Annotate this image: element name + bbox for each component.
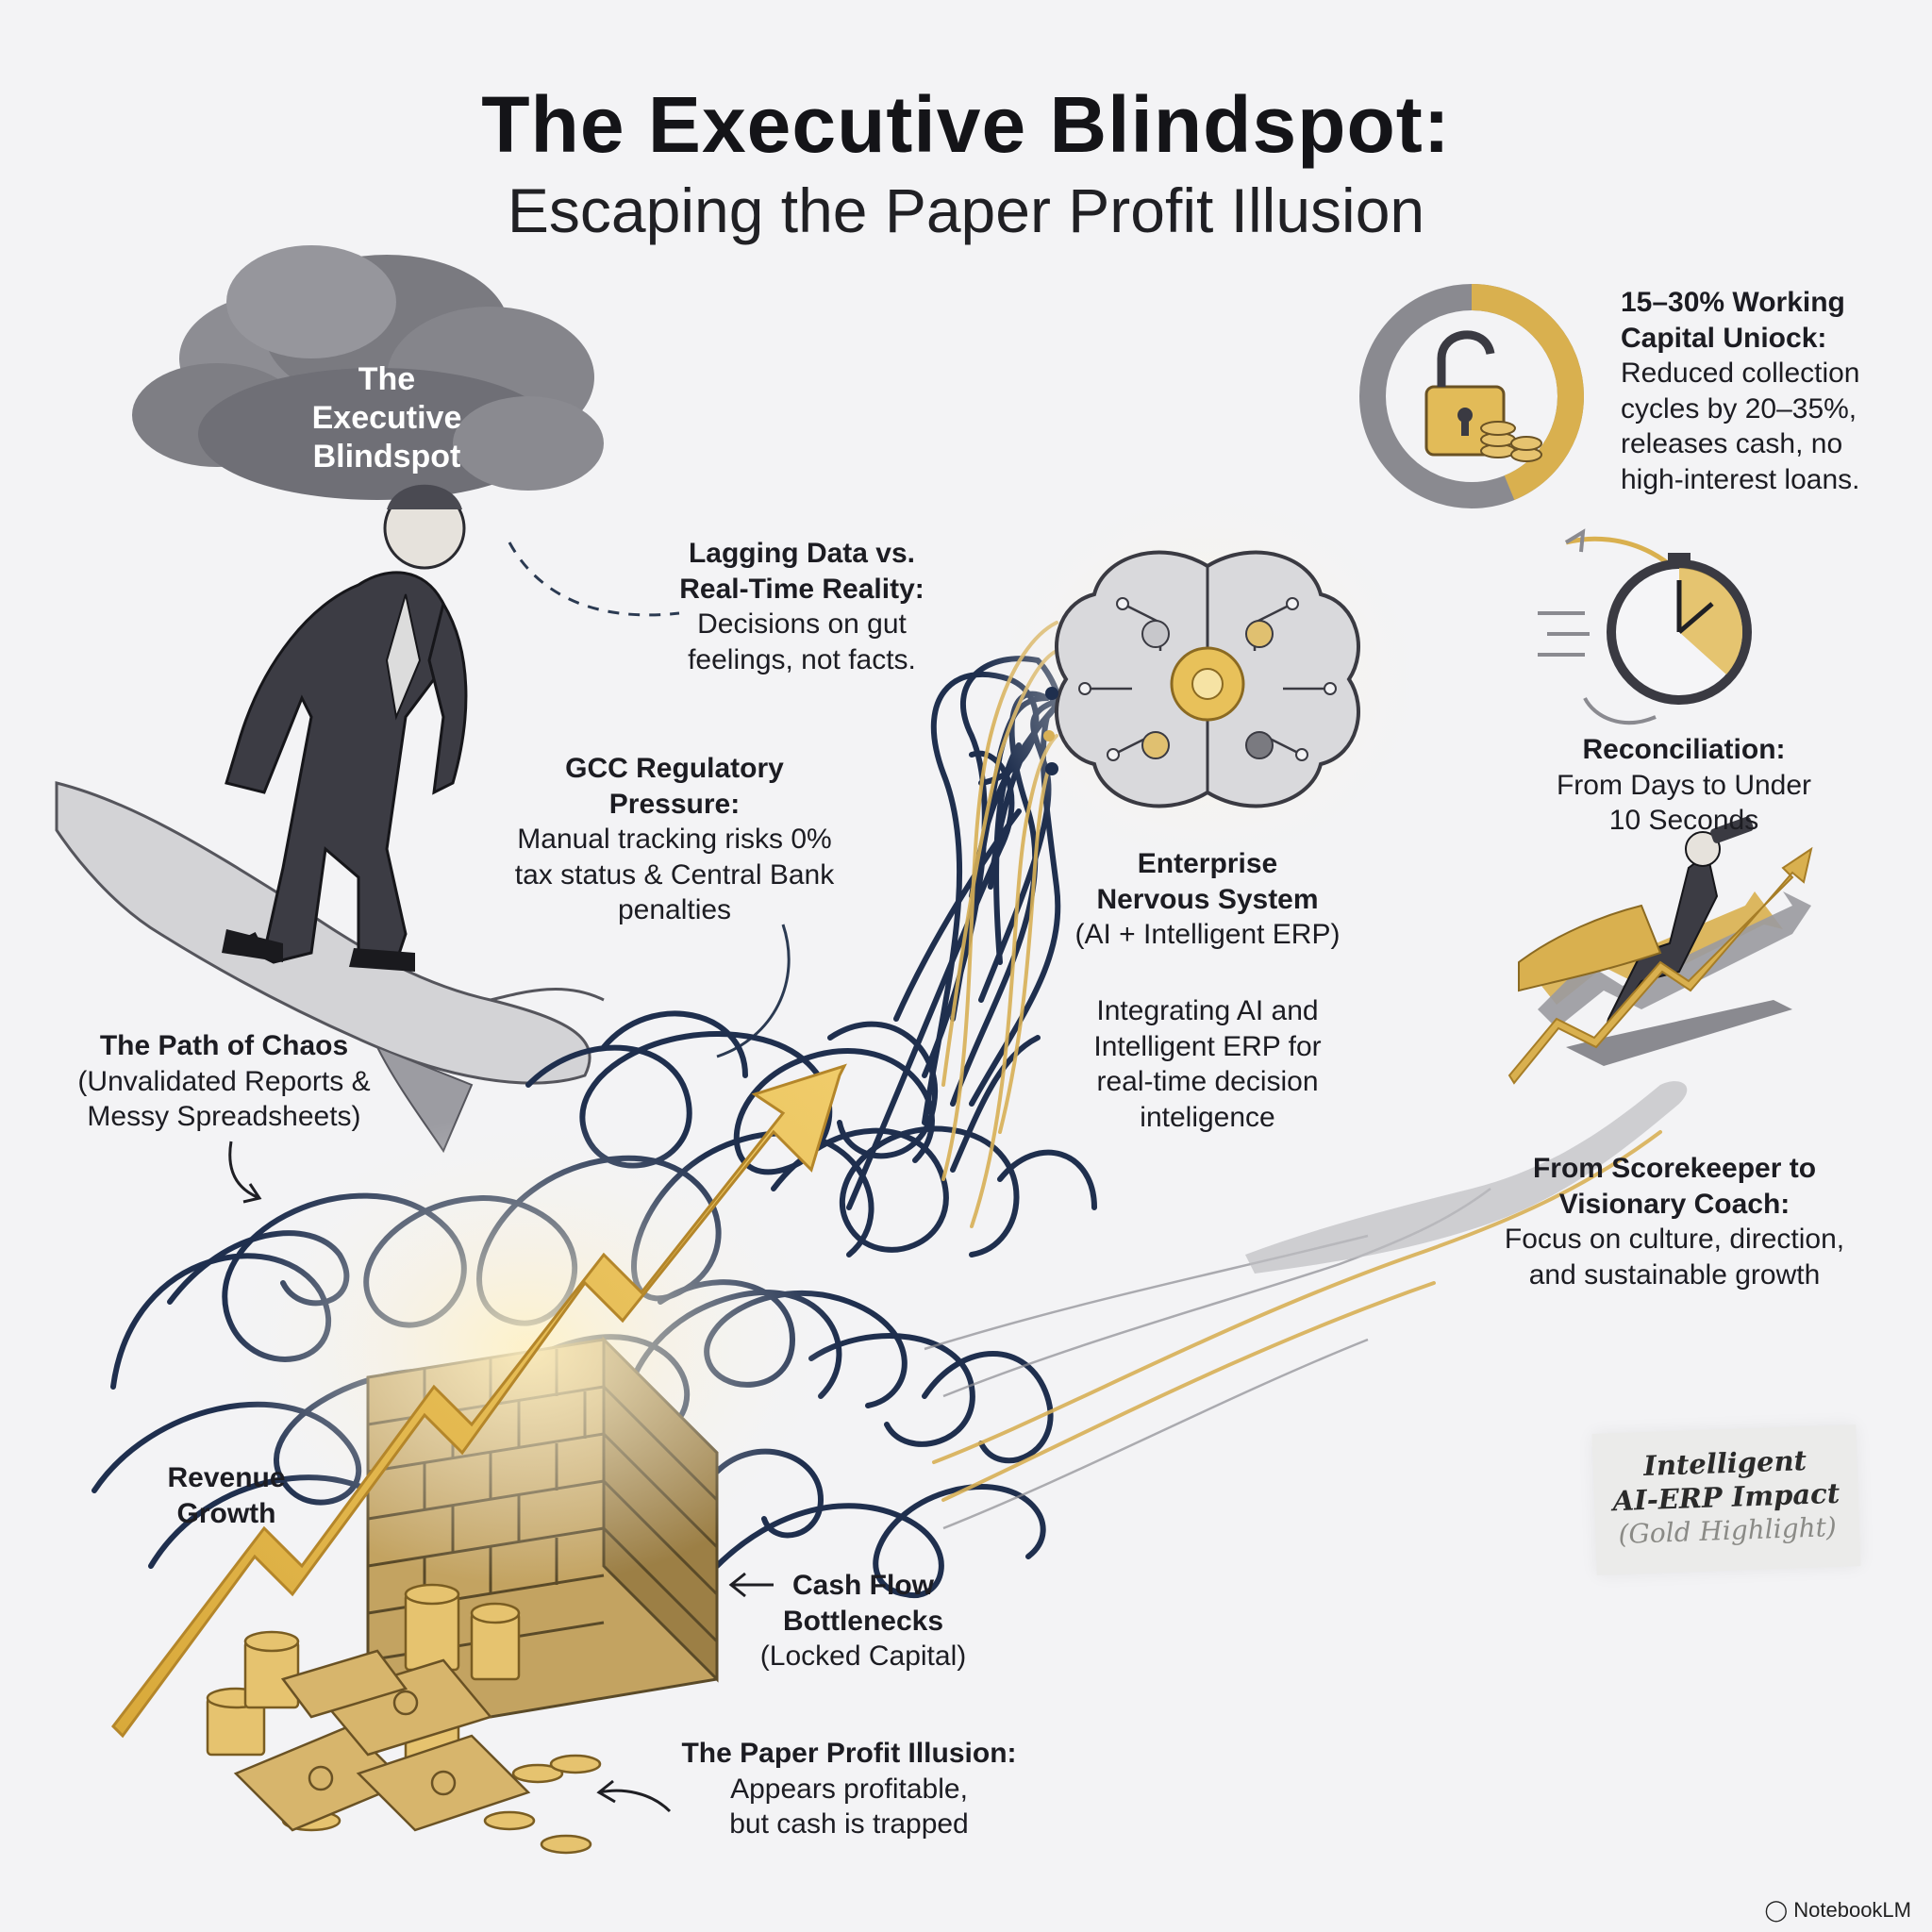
- scorekeeper-body-2: and sustainable growth: [1528, 1258, 1821, 1291]
- scorekeeper-heading-2: Visionary Coach:: [1558, 1188, 1790, 1220]
- gcc-body-3: penalties: [617, 894, 732, 925]
- working-capital-callout: 15–30% Working Capital Uniock: Reduced c…: [1621, 285, 1904, 497]
- reconciliation-heading: Reconciliation:: [1582, 734, 1786, 765]
- integrating-callout: Integrating AI and Intelligent ERP for r…: [1057, 993, 1358, 1135]
- revenue-growth-arrow: [111, 1063, 847, 1739]
- revenue-growth-label: Revenue Growth: [132, 1460, 321, 1531]
- brand-watermark: ◯ NotebookLM: [1765, 1898, 1912, 1923]
- paper-profit-body-1: Appears profitable,: [730, 1773, 968, 1805]
- nervous-line-2: Nervous System: [1096, 883, 1319, 915]
- chaos-body-1: (Unvalidated Reports &: [77, 1065, 371, 1097]
- chaos-heading: The Path of Chaos: [99, 1030, 349, 1061]
- padlock-coins-icon: [1359, 284, 1585, 508]
- paper-profit-body-2: but cash is trapped: [729, 1808, 969, 1840]
- gcc-body-1: Manual tracking risks 0%: [517, 824, 832, 855]
- page-subtitle: Escaping the Paper Profit Illusion: [507, 175, 1425, 245]
- reconciliation-body-1: From Days to Under: [1556, 769, 1812, 801]
- lagging-body-2: feelings, not facts.: [688, 643, 916, 675]
- storm-cloud-icon: [132, 245, 604, 500]
- brand-label: NotebookLM: [1793, 1898, 1911, 1922]
- hero-gold-trend-arrow: [1507, 846, 1813, 1085]
- scorekeeper-body-1: Focus on culture, direction,: [1504, 1224, 1845, 1255]
- cash-flow-callout: Cash Flow Bottlenecks (Locked Capital): [736, 1568, 991, 1674]
- chaos-body-2: Messy Spreadsheets): [87, 1101, 361, 1132]
- gcc-heading-2: Pressure:: [608, 788, 741, 820]
- enterprise-nervous-system-label: Enterprise Nervous System (AI + Intellig…: [1047, 846, 1368, 953]
- cashflow-line-2: Bottlenecks: [782, 1605, 944, 1637]
- paper-profit-heading: The Paper Profit Illusion:: [681, 1738, 1017, 1769]
- nervous-line-1: Enterprise: [1137, 848, 1278, 879]
- integrating-line-1: Integrating AI and: [1096, 995, 1319, 1026]
- working-capital-heading-2: Capital Uniock:: [1621, 322, 1827, 354]
- brain-circuit-icon: [1043, 550, 1360, 808]
- cashflow-line-1: Cash Flow: [791, 1570, 934, 1601]
- chaos-pointer-arrow: [228, 1141, 262, 1204]
- working-capital-body-2: cycles by 20–35%,: [1621, 392, 1857, 425]
- lagging-leader-line: [508, 541, 680, 617]
- cashflow-pointer-arrow: [728, 1572, 774, 1598]
- brand-icon: ◯: [1764, 1898, 1789, 1922]
- faded-road: [1245, 1081, 1688, 1274]
- lagging-heading-2: Real-Time Reality:: [679, 573, 924, 605]
- integrating-line-2: Intelligent ERP for: [1093, 1030, 1322, 1062]
- lagging-data-callout: Lagging Data vs. Real-Time Reality: Deci…: [651, 536, 953, 677]
- stopwatch-icon: [1538, 528, 1752, 725]
- integrating-line-4: inteligence: [1140, 1101, 1275, 1133]
- businessman-icon: [222, 484, 468, 972]
- scorekeeper-heading-1: From Scorekeeper to: [1532, 1153, 1817, 1184]
- working-capital-body-3: releases cash, no: [1621, 428, 1843, 459]
- revenue-line-2: Growth: [176, 1497, 276, 1529]
- telescope-hero-icon: [1518, 816, 1811, 1066]
- lagging-heading-1: Lagging Data vs.: [688, 538, 916, 569]
- lagging-body-1: Decisions on gut: [697, 608, 907, 640]
- page-title: The Executive Blindspot:: [481, 80, 1451, 169]
- cloud-label-line2: Blindspot: [312, 438, 461, 475]
- cloud-label: The Executive Blindspot: [283, 360, 491, 475]
- integrating-line-3: real-time decision: [1096, 1066, 1319, 1097]
- working-capital-body-1: Reduced collection: [1621, 358, 1860, 389]
- legend-note: Intelligent AI-ERP Impact (Gold Highligh…: [1591, 1424, 1861, 1575]
- scorekeeper-callout: From Scorekeeper to Visionary Coach: Foc…: [1472, 1151, 1877, 1292]
- gcc-regulatory-callout: GCC Regulatory Pressure: Manual tracking…: [491, 751, 858, 928]
- revenue-line-1: Revenue: [167, 1462, 286, 1493]
- paper-profit-pointer-arrow: [596, 1779, 672, 1813]
- path-of-chaos-callout: The Path of Chaos (Unvalidated Reports &…: [57, 1028, 391, 1135]
- paper-profit-callout: The Paper Profit Illusion: Appears profi…: [660, 1736, 1038, 1842]
- nervous-body: (AI + Intelligent ERP): [1074, 919, 1341, 950]
- banknotes-icon: [233, 1649, 531, 1832]
- gcc-body-2: tax status & Central Bank: [514, 858, 835, 891]
- working-capital-body-4: high-interest loans.: [1621, 463, 1860, 495]
- arrow-glow: [217, 1113, 840, 1585]
- reconciliation-callout: Reconciliation: From Days to Under 10 Se…: [1528, 732, 1840, 839]
- cloud-label-line1: The Executive: [311, 361, 462, 436]
- cashflow-body: (Locked Capital): [759, 1641, 967, 1672]
- gcc-heading-1: GCC Regulatory: [565, 753, 784, 784]
- reconciliation-body-2: 10 Seconds: [1608, 805, 1759, 836]
- working-capital-heading-1: 15–30% Working: [1621, 287, 1845, 318]
